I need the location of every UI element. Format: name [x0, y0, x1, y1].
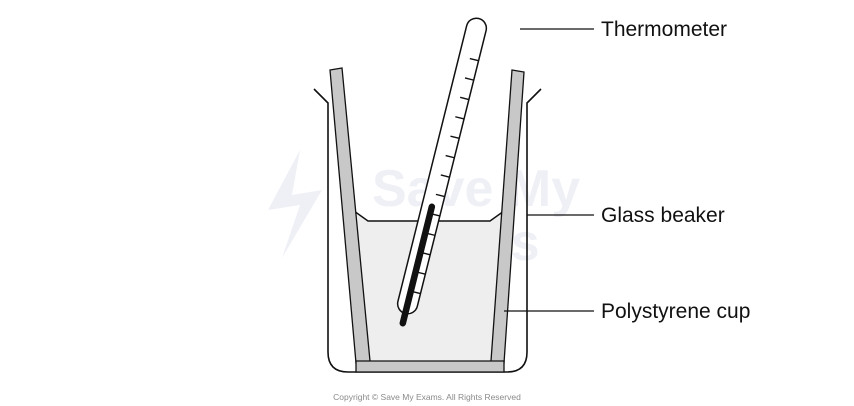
polystyrene-cup-label: Polystyrene cup	[601, 300, 750, 323]
watermark-line-1: Save My	[372, 160, 580, 218]
cup-left-wall	[329, 67, 371, 364]
glass-beaker-label: Glass beaker	[601, 204, 725, 227]
watermark-bolt-icon	[268, 150, 322, 258]
cup-base	[355, 360, 505, 373]
copyright-notice: Copyright © Save My Exams. All Rights Re…	[333, 392, 521, 402]
thermometer-label: Thermometer	[601, 18, 727, 41]
polystyrene-cup	[329, 67, 525, 373]
thermometer-column	[399, 203, 436, 327]
thermometer	[396, 17, 488, 327]
liquid	[354, 211, 504, 361]
